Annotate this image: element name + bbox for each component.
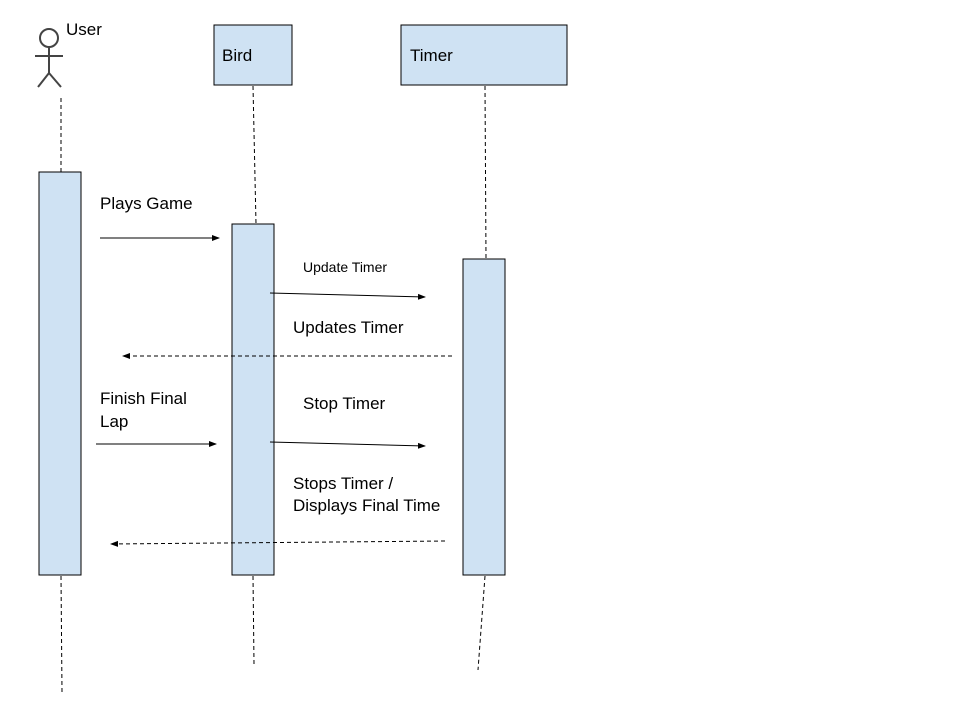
user-actor[interactable]: User xyxy=(35,20,102,88)
message-arrow-stops-timer[interactable] xyxy=(110,540,446,547)
user-label: User xyxy=(66,20,102,39)
user-activation-bar xyxy=(38,171,82,576)
actor-stick-figure-icon xyxy=(35,28,63,88)
finish-final-lap-line-2: Lap xyxy=(100,412,128,431)
timer-activation-bar xyxy=(462,258,506,576)
message-label-stop-timer: Stop Timer xyxy=(303,394,386,413)
bird-lifeline-bottom xyxy=(252,575,255,665)
message-label-stops-timer: Stops Timer / Displays Final Time xyxy=(293,474,440,515)
message-arrow-update-timer[interactable] xyxy=(269,292,426,300)
message-arrow-stop-timer[interactable] xyxy=(269,441,426,449)
bird-lifeline-top xyxy=(252,85,257,225)
bird-header-box xyxy=(213,24,293,86)
timer-header-box xyxy=(400,24,568,86)
message-label-updates-timer: Updates Timer xyxy=(293,318,404,337)
message-label-update-timer: Update Timer xyxy=(303,259,387,275)
stops-timer-line-1: Stops Timer / xyxy=(293,474,393,493)
finish-final-lap-line-1: Finish Final xyxy=(100,389,187,408)
participant-bird[interactable]: Bird xyxy=(213,24,293,86)
message-label-finish-final-lap: Finish Final Lap xyxy=(100,389,192,431)
timer-lifeline-top xyxy=(484,85,487,260)
bird-label: Bird xyxy=(222,46,252,65)
user-lifeline-bottom xyxy=(60,575,63,693)
participant-timer[interactable]: Timer xyxy=(400,24,568,86)
message-label-plays-game: Plays Game xyxy=(100,194,193,213)
bird-activation-bar xyxy=(231,223,275,576)
stops-timer-line-2: Displays Final Time xyxy=(293,496,440,515)
timer-lifeline-bottom xyxy=(477,575,486,671)
timer-label: Timer xyxy=(410,46,453,65)
